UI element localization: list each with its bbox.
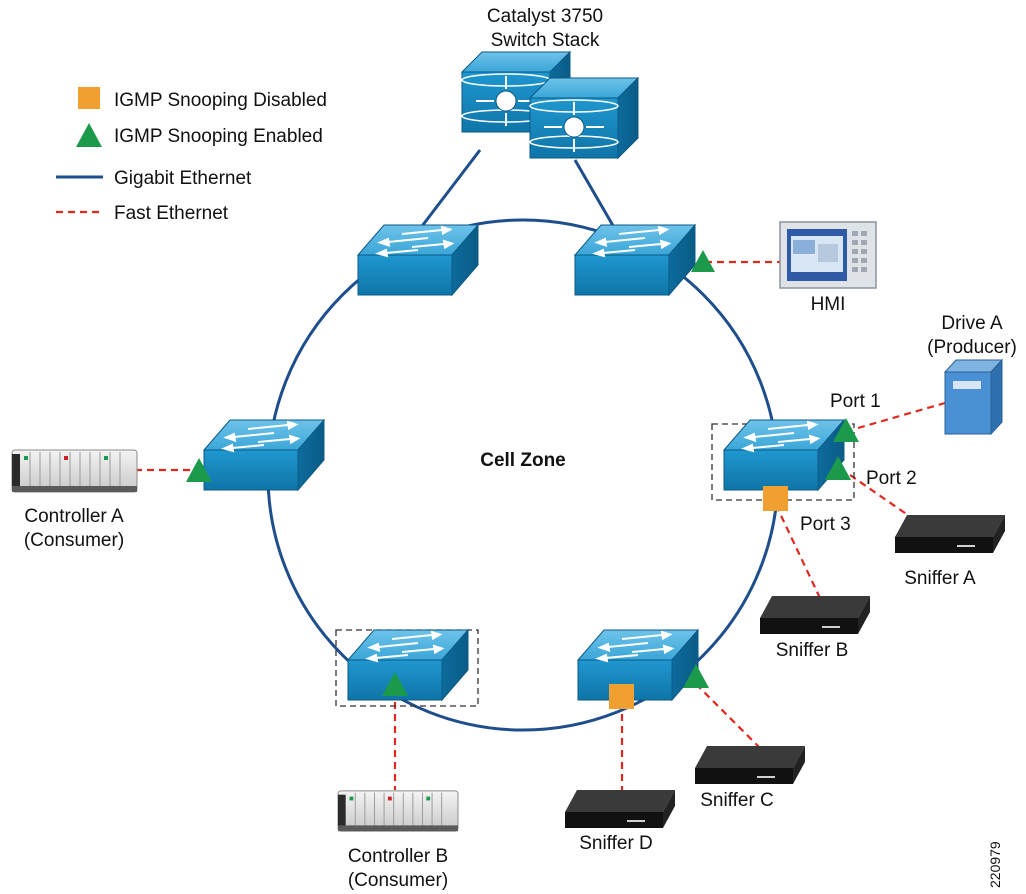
figure-number: 220979 xyxy=(987,841,1003,888)
sniffer-a-label: Sniffer A xyxy=(904,568,976,589)
sniffer-a-device xyxy=(894,514,1006,554)
link-drive-a xyxy=(857,401,946,430)
link-sniffer-c xyxy=(695,683,761,749)
sniffer-c-device xyxy=(694,745,806,785)
catalyst-switch-stack xyxy=(460,50,640,160)
igmp-enabled-icon xyxy=(691,250,715,272)
controller-b-role-label: (Consumer) xyxy=(348,870,448,891)
igmp-disabled-icon xyxy=(763,486,788,511)
igmp-enabled-icon xyxy=(833,418,859,442)
drive-a-server xyxy=(943,358,1004,436)
switch-bottom-right xyxy=(577,629,699,701)
legend-disabled-icon xyxy=(78,87,100,109)
hmi-label: HMI xyxy=(811,294,846,315)
controller-b-label: Controller B xyxy=(348,846,448,867)
controller-a-role-label: (Consumer) xyxy=(24,530,124,551)
stack-title-line2: Switch Stack xyxy=(491,30,600,51)
switch-left xyxy=(203,419,325,491)
legend-gigabit-label: Gigabit Ethernet xyxy=(114,168,252,189)
igmp-enabled-icon xyxy=(825,456,851,480)
sniffer-d-device xyxy=(564,789,676,829)
sniffer-b-label: Sniffer B xyxy=(776,640,849,661)
legend-disabled-label: IGMP Snooping Disabled xyxy=(114,90,327,111)
controller-a-label: Controller A xyxy=(24,506,124,527)
gigabit-ring xyxy=(266,149,780,732)
igmp-enabled-icon xyxy=(382,672,408,696)
sniffer-b-device xyxy=(759,595,871,635)
port-2-label: Port 2 xyxy=(866,468,917,489)
legend-fast-label: Fast Ethernet xyxy=(114,203,229,224)
hmi-device xyxy=(779,221,877,289)
igmp-enabled-icon xyxy=(683,664,709,688)
port-1-label: Port 1 xyxy=(830,391,881,412)
switch-top-right xyxy=(574,224,696,296)
sniffer-c-label: Sniffer C xyxy=(700,790,774,811)
link-sniffer-a xyxy=(849,474,916,521)
legend: IGMP Snooping Disabled IGMP Snooping Ena… xyxy=(56,87,327,224)
switch-top-left xyxy=(357,224,479,296)
drive-a-label: Drive A xyxy=(941,313,1003,334)
switch-bottom-left xyxy=(347,629,469,701)
zone-label: Cell Zone xyxy=(480,450,566,471)
legend-enabled-label: IGMP Snooping Enabled xyxy=(114,126,323,147)
igmp-enabled-icon xyxy=(186,458,212,482)
sniffer-d-label: Sniffer D xyxy=(579,833,653,854)
fast-ethernet-links xyxy=(135,260,946,790)
port-3-label: Port 3 xyxy=(800,514,851,535)
stack-title-line1: Catalyst 3750 xyxy=(487,6,603,27)
link-sniffer-b xyxy=(775,504,821,599)
stack-unit-2 xyxy=(528,76,640,160)
ring-circle xyxy=(266,218,780,732)
drive-a-role-label: (Producer) xyxy=(927,337,1017,358)
controller-a-device xyxy=(11,449,138,493)
igmp-markers xyxy=(186,250,859,709)
legend-enabled-icon xyxy=(76,123,102,147)
controller-b-device xyxy=(337,790,459,832)
igmp-disabled-icon xyxy=(609,684,634,709)
